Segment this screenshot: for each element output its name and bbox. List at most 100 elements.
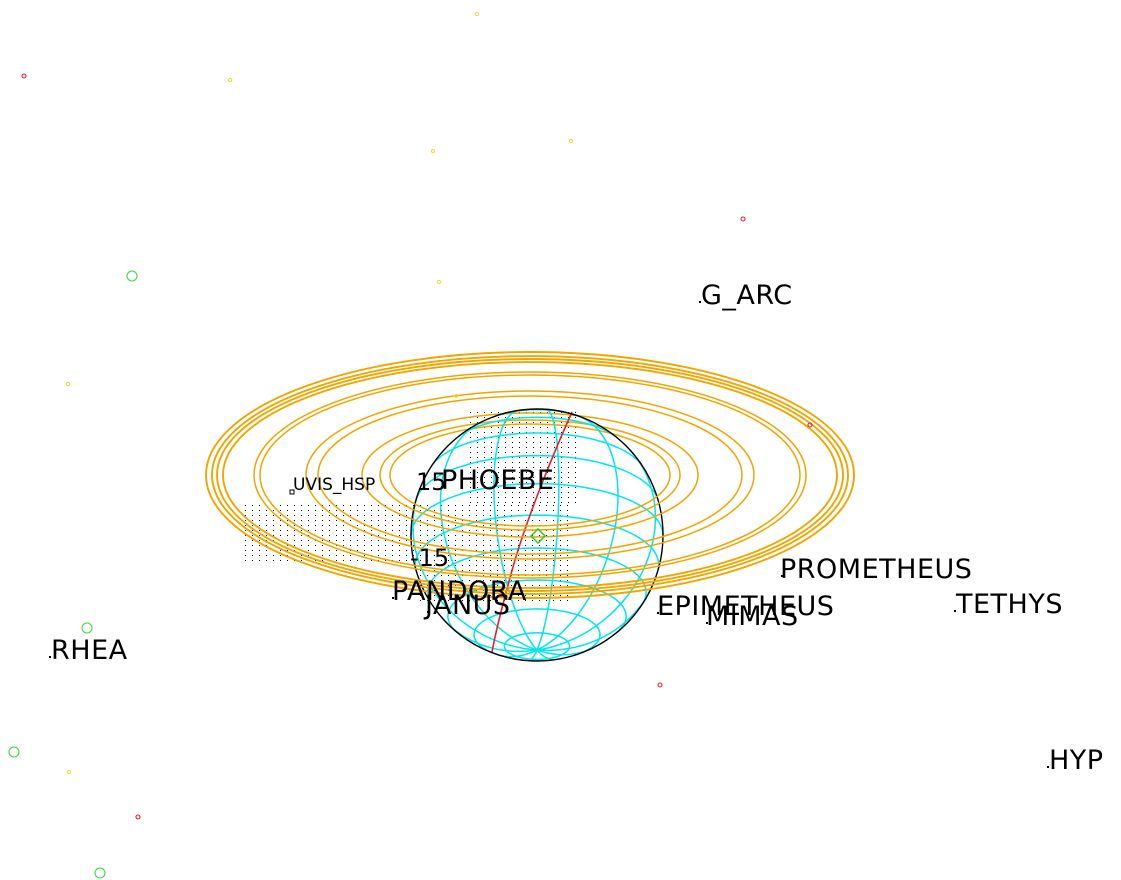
fov-dot [526,442,527,443]
fov-dot [547,482,548,483]
fov-dot [547,477,548,478]
fov-dot [561,487,562,488]
fov-dot [273,515,274,516]
fov-dot [561,432,562,433]
fov-dot [448,595,449,596]
fov-dot [273,535,274,536]
fov-dot [301,535,302,536]
fov-dot [322,545,323,546]
fov-dot [512,447,513,448]
fov-dot [518,505,519,506]
fov-dot [469,565,470,566]
fov-dot [498,482,499,483]
fov-dot [567,595,568,596]
fov-dot [434,570,435,571]
fov-dot [385,560,386,561]
fov-dot [497,545,498,546]
fov-dot [455,520,456,521]
fov-dot [504,530,505,531]
fov-dot [477,492,478,493]
fov-dot [399,540,400,541]
fov-dot [462,580,463,581]
fov-dot [560,585,561,586]
fov-dot [315,525,316,526]
fov-dot [287,535,288,536]
fov-dot [462,530,463,531]
fov-dot [385,525,386,526]
fov-dot [490,600,491,601]
fov-dot [455,510,456,511]
fov-dot [505,497,506,498]
fov-dot [399,505,400,506]
fov-dot [378,550,379,551]
fov-dot [561,472,562,473]
fov-dot [568,422,569,423]
fov-dot [322,520,323,521]
latitude-line [457,416,617,438]
fov-dot [553,600,554,601]
fov-dot [308,545,309,546]
fov-dot [526,437,527,438]
circle-marker-icon [81,622,93,634]
fov-dot [561,477,562,478]
fov-dot [462,510,463,511]
fov-dot [567,600,568,601]
fov-dot [259,525,260,526]
fov-dot [553,585,554,586]
fov-dot [512,497,513,498]
fov-dot [406,525,407,526]
fov-dot [498,452,499,453]
fov-dot [568,417,569,418]
fov-dot [568,492,569,493]
fov-dot [484,452,485,453]
phoebe-label: PHOEBE [441,465,554,496]
fov-dot [519,437,520,438]
fov-dot [567,530,568,531]
fov-dot [540,422,541,423]
fov-dot [371,535,372,536]
fov-dot [561,467,562,468]
fov-dot [567,565,568,566]
fov-dot [525,565,526,566]
fov-dot [245,555,246,556]
fov-dot [280,525,281,526]
fov-dot [301,545,302,546]
fov-dot [280,555,281,556]
fov-dot [476,525,477,526]
fov-dot [287,550,288,551]
fov-dot [512,452,513,453]
fov-dot [575,477,576,478]
fov-dot [378,525,379,526]
fov-dot [533,487,534,488]
fov-dot [533,502,534,503]
fov-dot [505,432,506,433]
fov-dot [259,535,260,536]
phoebe-point [441,486,443,488]
fov-dot [497,525,498,526]
fov-dot [533,457,534,458]
fov-dot [399,550,400,551]
fov-dot [357,525,358,526]
fov-dot [470,447,471,448]
fov-dot [504,510,505,511]
fov-dot [546,585,547,586]
fov-dot [519,452,520,453]
fov-dot [512,422,513,423]
fov-dot [392,505,393,506]
fov-dot [294,545,295,546]
fov-dot [287,560,288,561]
fov-dot [525,595,526,596]
fov-dot [568,472,569,473]
fov-dot [448,580,449,581]
fov-dot [287,525,288,526]
fov-dot [470,492,471,493]
fov-dot [490,565,491,566]
fov-dot [427,540,428,541]
fov-dot [434,590,435,591]
fov-dot [511,535,512,536]
fov-dot [575,497,576,498]
fov-dot [497,600,498,601]
fov-dot [336,555,337,556]
fov-dot [378,555,379,556]
circle-marker-icon [65,381,71,387]
